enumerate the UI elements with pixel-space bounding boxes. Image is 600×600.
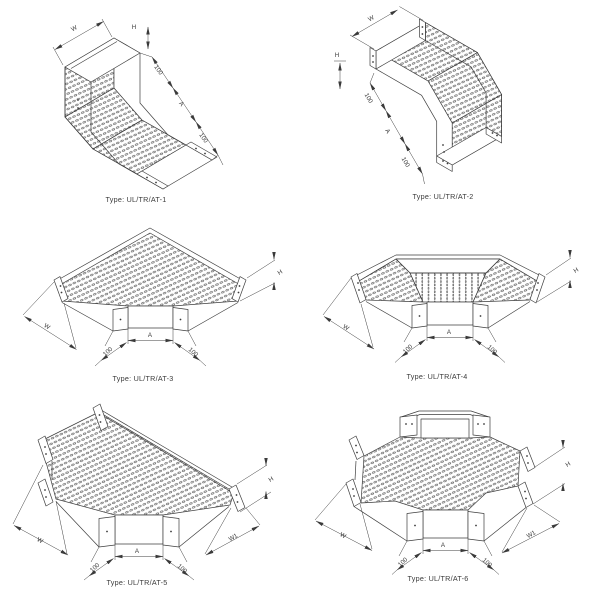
- dim-label-width: W: [367, 14, 376, 23]
- end-flange: [37, 478, 54, 507]
- dim-label-a: A: [383, 128, 392, 136]
- end-flange: [348, 435, 365, 460]
- fitting-diagram-at6: W W1 H A 100 100: [314, 410, 572, 575]
- dim-label-100: 100: [152, 64, 164, 77]
- branch-face: [114, 514, 164, 545]
- dim-label-width: W: [341, 323, 350, 332]
- dim-label-height: H: [132, 24, 136, 31]
- fitting-diagram-at2: W H 100 A 100: [334, 6, 502, 185]
- fitting-diagram-at3: H W A 100 100: [22, 227, 284, 367]
- dim-label-a: A: [177, 100, 186, 108]
- dim-label-100: 100: [402, 343, 415, 355]
- dim-label-100: 100: [102, 345, 115, 357]
- dim-label-height: H: [276, 269, 283, 277]
- branch-face: [422, 509, 469, 539]
- figure-caption-at5: Type: UL/TR/AT-5: [106, 578, 168, 587]
- end-flange: [228, 484, 246, 512]
- dim-label-width1: W1: [228, 532, 240, 543]
- fitting-diagram-at1: W H 100 A 100: [52, 18, 224, 190]
- dimensions-at4: H W A 100 100: [322, 249, 580, 363]
- tray-body-at3: [53, 227, 247, 332]
- end-flange: [53, 276, 69, 303]
- dim-label-100: 100: [197, 132, 209, 145]
- figure-caption-at1: Type: UL/TR/AT-1: [105, 195, 167, 204]
- dim-label-a: A: [447, 329, 452, 336]
- dim-label-a: A: [441, 542, 446, 549]
- end-flange: [436, 155, 453, 172]
- dim-label-width: W: [35, 536, 44, 545]
- end-flange: [517, 481, 534, 508]
- dim-label-100: 100: [89, 561, 102, 573]
- outer-corner-wall: [395, 258, 501, 274]
- dim-label-height: H: [267, 476, 274, 484]
- dim-label-100: 100: [187, 346, 200, 358]
- end-flange: [136, 170, 169, 190]
- perforated-surface: [44, 411, 235, 516]
- dim-label-width1: W1: [526, 529, 538, 540]
- end-flange: [472, 414, 491, 438]
- dim-label-width: W: [42, 322, 51, 331]
- dim-label-a: A: [135, 548, 140, 555]
- end-flange: [529, 273, 546, 304]
- dim-label-width: W: [338, 531, 347, 540]
- fitting-diagram-at5: W W1 H A 100 100: [12, 403, 275, 581]
- end-flange: [419, 18, 426, 41]
- corner-face: [426, 301, 474, 326]
- corner-face: [127, 305, 174, 329]
- figure-caption-at6: Type: UL/TR/AT-6: [407, 574, 469, 583]
- dim-label-height: H: [335, 52, 339, 59]
- fitting-diagram-at4: H W A 100 100: [322, 249, 580, 363]
- tray-body-at2: [369, 18, 502, 172]
- back-branch-face: [420, 418, 470, 439]
- end-flange: [369, 47, 377, 70]
- tray-body-at5: [37, 403, 246, 548]
- dim-label-100: 100: [397, 556, 410, 568]
- end-flange: [231, 276, 247, 303]
- end-flange: [399, 414, 418, 438]
- dim-label-100: 100: [176, 563, 189, 575]
- dimensions-at1: W H 100 A 100: [52, 18, 224, 166]
- end-flange: [37, 435, 54, 464]
- dim-label-100: 100: [400, 156, 412, 169]
- tray-body-at6: [345, 410, 536, 542]
- tray-body-at4: [350, 254, 546, 329]
- end-flange: [519, 446, 536, 472]
- dim-label-a: A: [148, 332, 153, 339]
- dimensions-at5: W W1 H A 100 100: [12, 457, 275, 581]
- dimensions-at2: W H 100 A 100: [334, 6, 425, 185]
- figure-caption-at3: Type: UL/TR/AT-3: [112, 374, 174, 383]
- dim-label-height: H: [564, 461, 571, 469]
- figure-caption-at2: Type: UL/TR/AT-2: [412, 192, 474, 201]
- end-flange: [92, 403, 109, 431]
- dimensions-at6: W W1 H A 100 100: [314, 439, 572, 575]
- dim-label-height: H: [572, 267, 579, 275]
- perforated-surface: [360, 436, 521, 511]
- dim-label-100: 100: [481, 557, 494, 569]
- figure-caption-at4: Type: UL/TR/AT-4: [406, 372, 468, 381]
- end-flange: [485, 127, 502, 144]
- tray-body-at1: [64, 37, 218, 190]
- dim-label-width: W: [70, 24, 79, 33]
- end-flange: [345, 478, 362, 507]
- dim-label-100: 100: [363, 92, 375, 105]
- dim-label-100: 100: [486, 344, 499, 356]
- end-flange: [350, 273, 367, 304]
